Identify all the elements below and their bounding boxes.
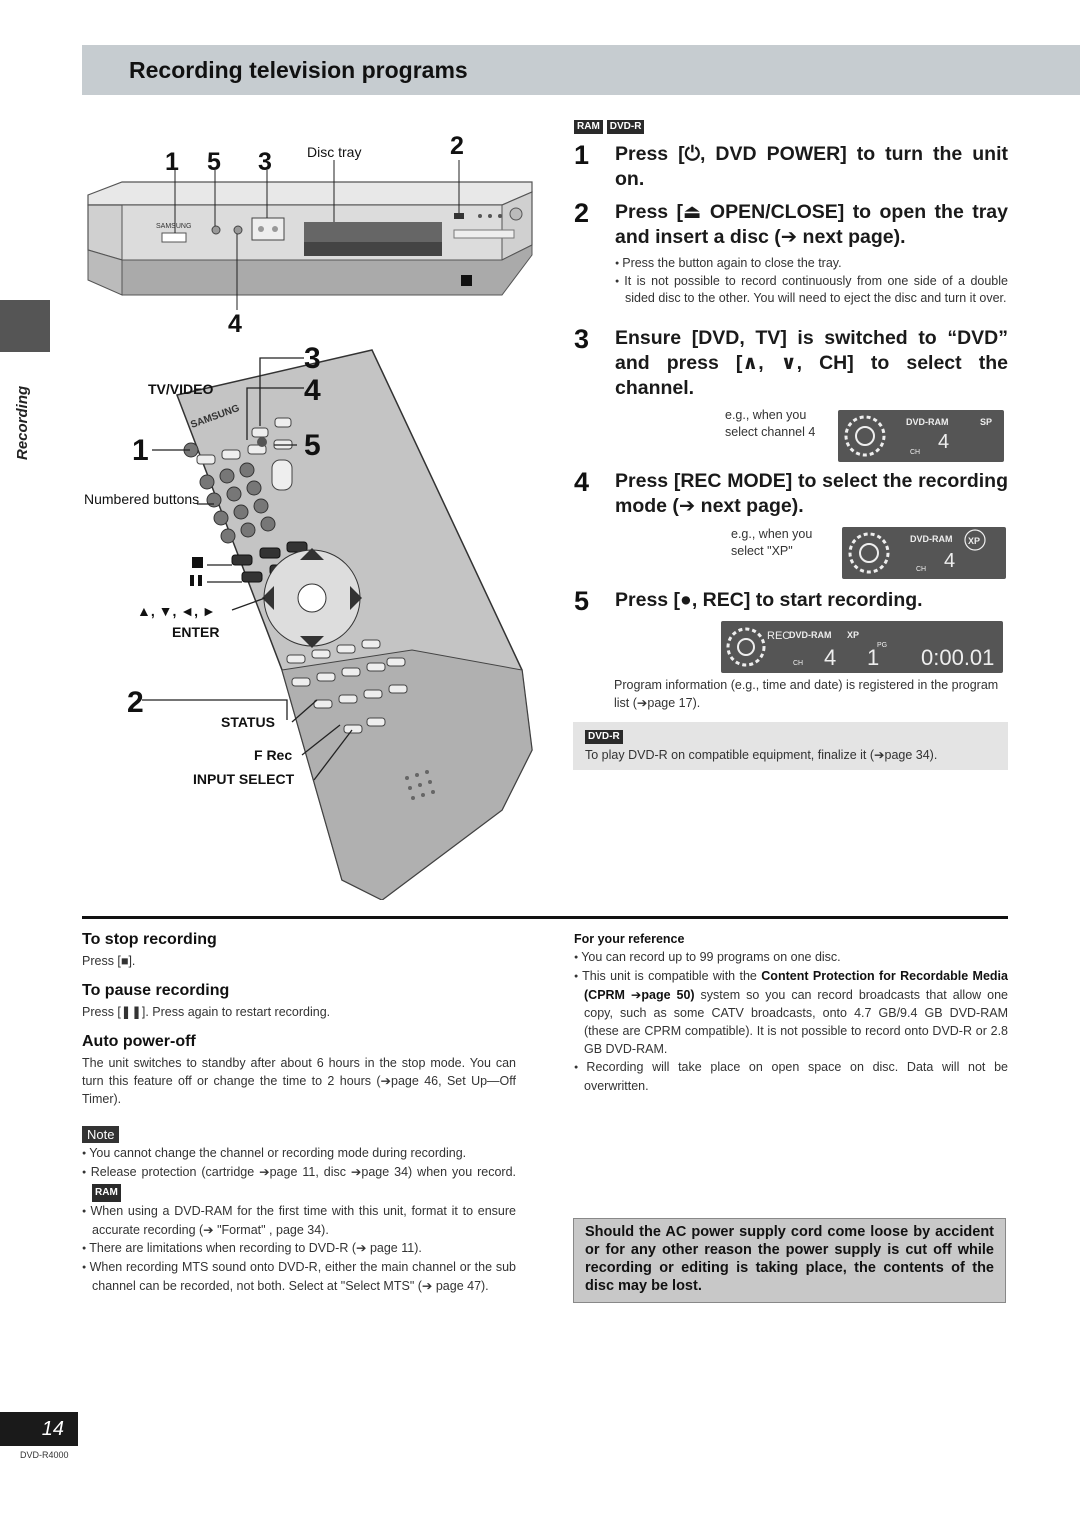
- step-2-bullets: Press the button again to close the tray…: [615, 255, 1008, 307]
- example-xp: e.g., when you select "XP": [731, 527, 813, 558]
- recorder-and-remote-illustration: 1 5 3 2 4 Disc tray SAMSUNG SAMSUNG: [84, 132, 533, 900]
- step-text: Press [REC MODE] to select the recording…: [615, 470, 1008, 517]
- bullet: Press the button again to close the tray…: [615, 255, 1008, 273]
- svg-text:1: 1: [867, 645, 879, 670]
- svg-text:REC: REC: [767, 630, 790, 642]
- svg-text:DVD-RAM: DVD-RAM: [910, 534, 953, 544]
- power-warning-box: Should the AC power supply cord come loo…: [573, 1218, 1006, 1303]
- svg-text:0:00.01: 0:00.01: [921, 645, 994, 670]
- note-item: When recording MTS sound onto DVD-R, eit…: [82, 1258, 516, 1295]
- svg-text:PG: PG: [877, 642, 887, 649]
- step-number: 3: [574, 324, 590, 354]
- svg-text:4: 4: [824, 645, 836, 670]
- svg-text:CH: CH: [910, 449, 920, 456]
- svg-text:3: 3: [304, 342, 321, 375]
- disc-tray-label: Disc tray: [307, 144, 361, 160]
- step-number: 4: [574, 467, 590, 497]
- callout-5: 5: [207, 148, 221, 176]
- note-label: Note: [82, 1126, 120, 1143]
- svg-text:DVD-RAM: DVD-RAM: [789, 630, 832, 640]
- svg-text:XP: XP: [847, 630, 859, 640]
- status-label: STATUS: [221, 714, 275, 730]
- callout-3: 3: [258, 148, 272, 176]
- pause-recording-title: To pause recording: [82, 982, 230, 999]
- dvd-recorder: SAMSUNG: [87, 160, 533, 310]
- step-text: Press [⏏ OPEN/CLOSE] to open the tray an…: [615, 201, 1008, 248]
- power-warning-text: Should the AC power supply cord come loo…: [585, 1224, 994, 1294]
- f-rec-label: F Rec: [254, 747, 292, 763]
- callout-1: 1: [165, 148, 179, 176]
- stop-recording-text: Press [■].: [82, 954, 136, 968]
- stop-symbol: [192, 557, 203, 568]
- svg-text:4: 4: [938, 431, 949, 453]
- display-recording: REC DVD-RAM XP PG CH 4 1 0:00.01: [721, 621, 1003, 673]
- recorder-callout-numbers: 1 5 3 2 4: [165, 132, 464, 338]
- page-number: 14: [41, 1418, 64, 1440]
- ram-tag: RAM: [92, 1184, 121, 1202]
- pause-symbol: [190, 575, 202, 586]
- note-item: There are limitations when recording to …: [82, 1239, 516, 1258]
- step-text: Press [●, REC] to start recording.: [615, 589, 923, 611]
- svg-text:DVD-RAM: DVD-RAM: [906, 417, 949, 427]
- stop-symbol: [461, 275, 472, 286]
- display-xp: DVD-RAM XP CH 4: [842, 527, 1006, 579]
- example-channel: e.g., when you select channel 4: [725, 408, 816, 439]
- svg-text:1: 1: [132, 434, 149, 467]
- dvd-r-note-text: To play DVD-R on compatible equipment, f…: [585, 748, 938, 762]
- svg-text:CH: CH: [793, 660, 803, 667]
- auto-power-off-title: Auto power-off: [82, 1033, 196, 1050]
- header-bar: Recording television programs: [82, 45, 1080, 95]
- callout-2: 2: [450, 132, 464, 160]
- note-item: You cannot change the channel or recordi…: [82, 1144, 516, 1163]
- step-text: Press [⏻, DVD POWER] to turn the unit on…: [615, 143, 1008, 190]
- svg-text:4: 4: [944, 550, 955, 572]
- dvd-r-note-box: DVD-R To play DVD-R on compatible equipm…: [573, 722, 1008, 770]
- step-number: 2: [574, 198, 590, 228]
- step-text: Ensure [DVD, TV] is switched to “DVD” an…: [615, 327, 1008, 399]
- program-info-text: Program information (e.g., time and date…: [614, 678, 999, 710]
- reference-item: You can record up to 99 programs on one …: [574, 948, 1008, 967]
- step-number: 1: [574, 140, 590, 170]
- dvd-r-tag: DVD-R: [585, 730, 623, 744]
- svg-text:2: 2: [127, 686, 144, 719]
- display-channel-4: DVD-RAM SP CH 4: [838, 410, 1004, 462]
- pause-recording-text: Press [❚❚]. Press again to restart recor…: [82, 1005, 331, 1019]
- page-number-tab: 14: [0, 1412, 78, 1446]
- note-item: Release protection (cartridge ➔page 11, …: [82, 1163, 516, 1202]
- svg-text:SP: SP: [980, 417, 992, 427]
- side-section-label: Recording: [14, 385, 31, 460]
- callout-4: 4: [228, 310, 242, 338]
- remote-control: SAMSUNG: [175, 349, 533, 900]
- ram-tag: RAM: [574, 120, 603, 134]
- svg-text:CH: CH: [916, 566, 926, 573]
- reference-list: You can record up to 99 programs on one …: [574, 948, 1008, 1095]
- auto-power-off-text: The unit switches to standby after about…: [82, 1056, 516, 1106]
- step-number: 5: [574, 586, 590, 616]
- note-item: When using a DVD-RAM for the first time …: [82, 1202, 517, 1239]
- enter-label: ENTER: [172, 624, 219, 640]
- svg-text:4: 4: [304, 374, 321, 407]
- svg-text:XP: XP: [968, 536, 980, 546]
- arrow-keys-label: ▲, ▼, ◄, ►: [137, 603, 216, 619]
- svg-text:5: 5: [304, 429, 321, 462]
- media-tags: RAM DVD-R: [574, 120, 645, 134]
- remote-callout-numbers: 3 4 1 5 2: [127, 342, 321, 719]
- page-title: Recording television programs: [129, 57, 468, 83]
- tv-video-label: TV/VIDEO: [148, 381, 213, 397]
- reference-title: For your reference: [574, 932, 685, 946]
- input-select-label: INPUT SELECT: [193, 771, 295, 787]
- dvd-r-tag: DVD-R: [606, 120, 645, 134]
- side-tab: [0, 300, 50, 352]
- bullet: It is not possible to record continuousl…: [615, 273, 1008, 307]
- reference-item: This unit is compatible with the Content…: [574, 967, 1008, 1058]
- recorder-brand: SAMSUNG: [156, 223, 191, 230]
- notes-list: You cannot change the channel or recordi…: [82, 1144, 516, 1295]
- reference-item: Recording will take place on open space …: [574, 1058, 1008, 1095]
- numbered-buttons-label: Numbered buttons: [84, 491, 199, 507]
- stop-recording-title: To stop recording: [82, 931, 217, 948]
- model-number: DVD-R4000: [20, 1450, 69, 1460]
- section-divider: [82, 916, 1008, 919]
